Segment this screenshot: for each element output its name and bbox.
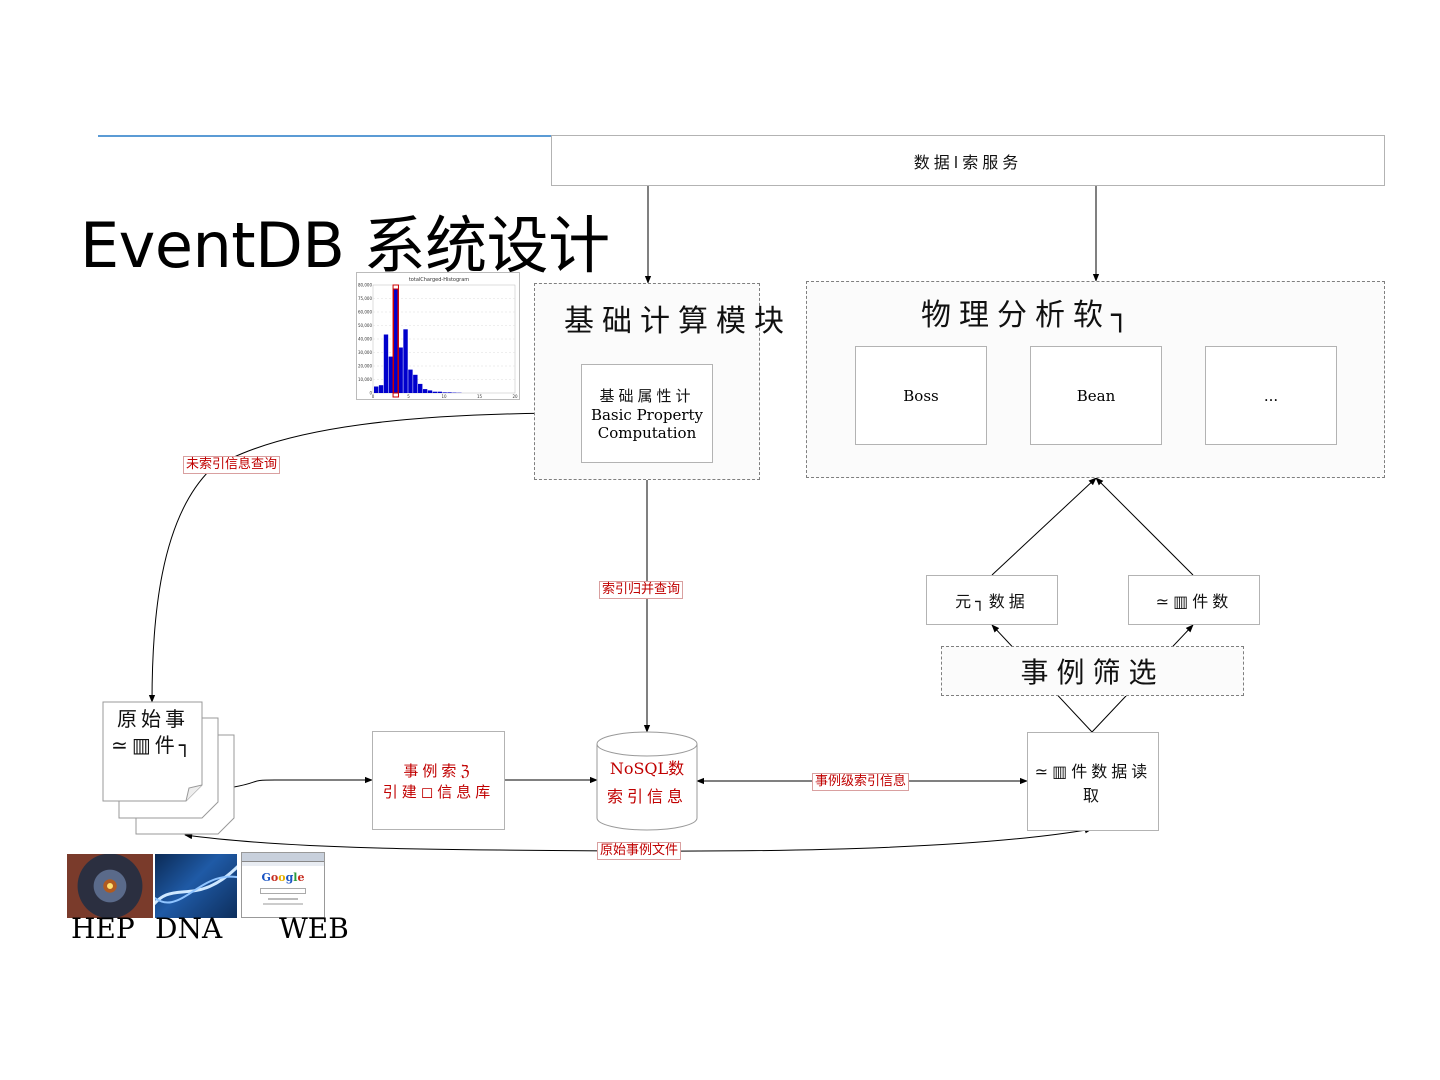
data-service-label: 数据l索服务 — [913, 152, 1023, 172]
histogram-y-tick: 20,000 — [358, 364, 372, 369]
histogram-bar — [408, 369, 413, 393]
histogram-bar — [374, 386, 379, 393]
nosql-cylinder — [596, 731, 698, 831]
raw-event-files-label: 原始事例文件 — [597, 842, 682, 860]
histogram-bar — [418, 383, 423, 393]
more-box: ... — [1205, 346, 1337, 445]
data-service-box: 数据l索服务 — [551, 135, 1385, 186]
histogram-x-tick: 0 — [372, 394, 375, 399]
source-web: WEB — [279, 912, 349, 945]
arrow-raw-to-index — [233, 776, 373, 788]
index-builder-box: 事例索ℨ 引建◻信息库 — [372, 731, 505, 830]
file-data-box: ≃▥件数 — [1128, 575, 1260, 625]
histogram-bar — [422, 389, 428, 393]
boss-label: Boss — [903, 386, 939, 405]
page-title: EventDB 系统设计 — [80, 209, 610, 282]
histogram-bar — [432, 391, 438, 393]
file-data-label: ≃▥件数 — [1155, 592, 1233, 611]
histogram-title: totalCharged-Histogram — [409, 277, 469, 283]
histogram-bar — [383, 334, 389, 393]
histogram-bar — [437, 391, 442, 393]
unindexed-query-label: 未索引信息查询 — [183, 456, 281, 474]
histogram-thumbnail: totalCharged-Histogram 80,000 75,000 60,000… — [356, 272, 520, 400]
source-dna: DNA — [155, 912, 223, 945]
histogram-highlight-marker — [392, 284, 399, 398]
histogram-bar — [447, 392, 452, 393]
physics-analysis-title: 物理分析软┐ — [921, 298, 1138, 333]
web-browser-image: Google — [241, 852, 325, 918]
histogram-y-tick: 0 — [369, 391, 372, 396]
arrow-meta-to-analysis — [991, 477, 1097, 576]
metadata-label: 元┐数据 — [955, 592, 1029, 611]
nosql-line1: NoSQL数 — [609, 759, 685, 778]
event-file-reader-label: ≃▥件数据读取 — [1034, 761, 1152, 805]
event-file-reader-box: ≃▥件数据读取 — [1027, 732, 1159, 831]
histogram-y-tick: 60,000 — [358, 310, 372, 315]
basic-property-box: 基础属性计 Basic Property Computation — [581, 364, 713, 463]
histogram-y-tick: 40,000 — [358, 337, 372, 342]
histogram-y-tick: 80,000 — [358, 283, 372, 288]
histogram-x-tick: 10 — [441, 394, 447, 399]
histogram-y-tick: 75,000 — [358, 296, 372, 301]
histogram-bar — [393, 288, 399, 394]
index-merge-query-label: 索引归并查询 — [599, 581, 684, 599]
nosql-label: NoSQL数 索引信息 — [597, 755, 697, 811]
histogram-x-tick: 20 — [512, 394, 518, 399]
bean-label: Bean — [1076, 386, 1116, 405]
dna-helix-image — [155, 854, 237, 918]
histogram-y-tick: 30,000 — [358, 350, 372, 355]
hep-detector-image — [67, 854, 153, 918]
raw-files-line2: ≃▥件┐ — [111, 733, 195, 757]
source-hep: HEP — [71, 912, 135, 945]
histogram-bar — [398, 347, 403, 393]
histogram-y-tick: 50,000 — [358, 323, 372, 328]
histogram-bar — [403, 329, 408, 393]
metadata-box: 元┐数据 — [926, 575, 1058, 625]
histogram-bar — [388, 356, 394, 393]
basic-property-en1: Basic Property — [590, 406, 704, 424]
histogram-bar — [378, 385, 384, 393]
dna-helix-icon — [155, 864, 237, 906]
histogram-bar — [413, 374, 418, 393]
event-index-info-label: 事例级索引信息 — [812, 773, 910, 791]
raw-files-line1: 原始事 — [117, 707, 189, 731]
raw-files-label: 原始事 ≃▥件┐ — [106, 706, 200, 758]
histogram-bar — [442, 392, 447, 393]
more-label: ... — [1263, 386, 1279, 405]
histogram-chart: totalCharged-Histogram 80,000 75,000 60,000… — [358, 277, 518, 399]
bean-box: Bean — [1030, 346, 1162, 445]
index-builder-line2: 引建◻信息库 — [382, 782, 495, 801]
histogram-x-tick: 15 — [477, 394, 483, 399]
event-filter-box: 事例筛选 — [941, 646, 1244, 696]
event-filter-label: 事例筛选 — [1020, 656, 1165, 689]
boss-box: Boss — [855, 346, 987, 445]
histogram-x-tick: 5 — [407, 394, 410, 399]
basic-property-cn: 基础属性计 — [599, 387, 695, 405]
index-builder-line1: 事例索ℨ — [403, 761, 474, 780]
raw-files-stack — [102, 701, 235, 835]
arrow-file-to-analysis — [1095, 477, 1194, 576]
histogram-y-tick: 10,000 — [358, 377, 372, 382]
basic-property-en2: Computation — [597, 424, 697, 442]
histogram-bar — [427, 390, 433, 393]
nosql-line2: 索引信息 — [606, 787, 687, 806]
basic-computation-title: 基础计算模块 — [564, 304, 792, 339]
